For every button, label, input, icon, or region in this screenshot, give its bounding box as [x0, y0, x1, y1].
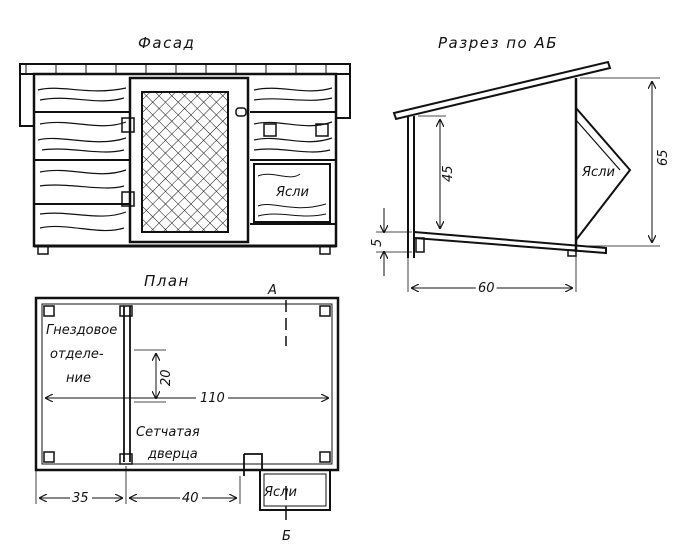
dim-110: 110 [200, 391, 225, 406]
dim-40: 40 [182, 491, 199, 506]
cut-label-b: Б [282, 529, 291, 544]
dim-60-bg: 60 [478, 281, 495, 296]
mesh-door [128, 76, 250, 244]
nest-label-1: Гнездовое [46, 323, 117, 338]
section-leg-front [415, 237, 425, 253]
facade-title: Фасад [138, 34, 195, 52]
dim-45: 45 [441, 165, 456, 182]
section-floor [413, 230, 607, 255]
door-label-2: дверца [147, 447, 198, 462]
section-roof [392, 60, 612, 121]
facade-manger-label: Ясли [275, 185, 309, 200]
roof-eaves [19, 74, 351, 127]
dim-65: 65 [656, 149, 671, 166]
plan-partition [123, 306, 131, 462]
dim-60: 60 [478, 281, 495, 296]
dim-35: 35 [72, 491, 89, 506]
section-manger-label: Ясли [581, 165, 615, 180]
roof-boards [25, 64, 327, 74]
door-label-1: Сетчатая [136, 425, 200, 440]
section-title: Разрез по АБ [438, 34, 558, 52]
left-wood-panel [34, 87, 135, 232]
plan-manger-label: Ясли [263, 485, 297, 500]
section-view: Разрез по АБ Ясли 65 45 5 60 60 [370, 34, 671, 299]
facade-leg-left [37, 245, 49, 255]
facade-roof [19, 63, 351, 75]
section-manger [575, 107, 632, 241]
nest-label-3: ние [66, 371, 91, 386]
dim-20: 20 [159, 369, 174, 386]
plan-title: План [144, 272, 190, 290]
door-latch-icon [235, 107, 247, 117]
nest-label-2: отделе- [50, 347, 104, 362]
right-wood-panel: Ясли [250, 87, 336, 225]
facade-view: Фасад Ясли [19, 34, 351, 255]
plan-inner-wall [41, 303, 333, 465]
facade-leg-right [319, 245, 331, 255]
dim-5: 5 [370, 239, 385, 247]
plan-view: План Гнездовое отделе- ние Сетчатая двер… [34, 272, 340, 544]
plan-outer-wall [34, 296, 340, 472]
cut-label-a: А [267, 283, 277, 298]
section-leg-back [567, 249, 577, 257]
plan-manger [259, 469, 331, 511]
facade-manger [253, 163, 331, 223]
